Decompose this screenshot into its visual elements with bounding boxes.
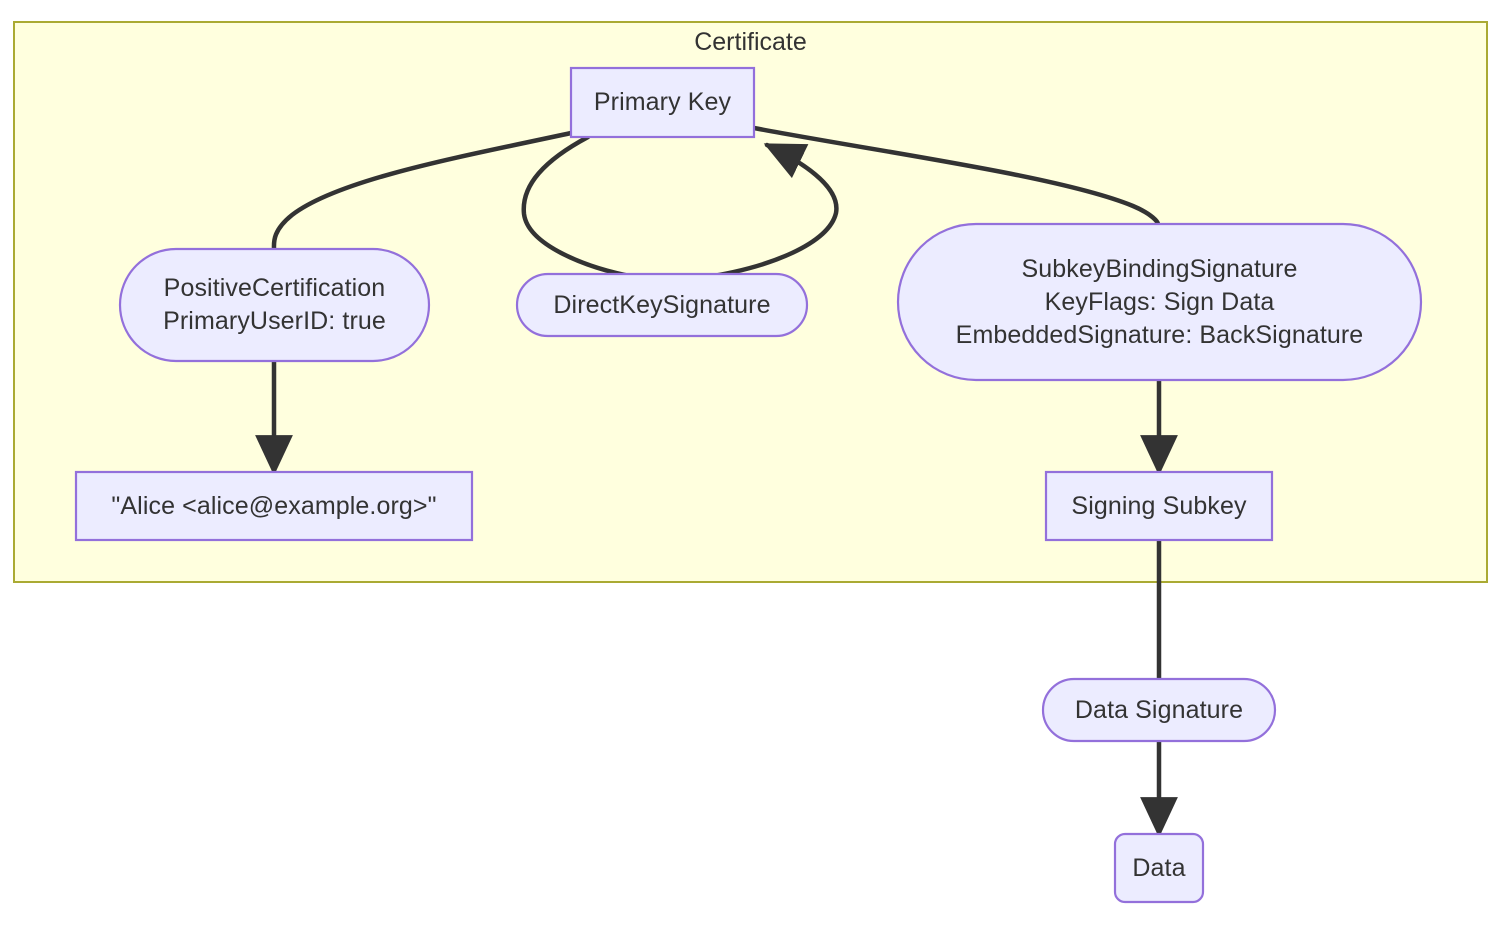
edge-primarykey-to-directkeysignature — [521, 134, 638, 280]
node-shape-primary-key[interactable] — [569, 66, 756, 139]
edge-primarykey-to-subkeybindingsignature — [751, 125, 1161, 227]
node-shape-signing-subkey[interactable] — [1044, 470, 1274, 542]
edge-directkeysignature-to-primarykey — [697, 142, 839, 281]
node-shape-data[interactable] — [1113, 832, 1205, 904]
node-shape-positive-certification[interactable] — [118, 247, 431, 363]
edge-primarykey-to-positivecertification — [271, 130, 574, 252]
node-shape-data-signature[interactable] — [1041, 677, 1277, 743]
node-shape-alice-userid[interactable] — [74, 470, 474, 542]
node-shape-direct-key-signature[interactable] — [515, 272, 809, 338]
node-shape-subkey-binding-signature[interactable] — [896, 222, 1423, 382]
subgraph-title-certificate: Certificate — [694, 28, 807, 56]
